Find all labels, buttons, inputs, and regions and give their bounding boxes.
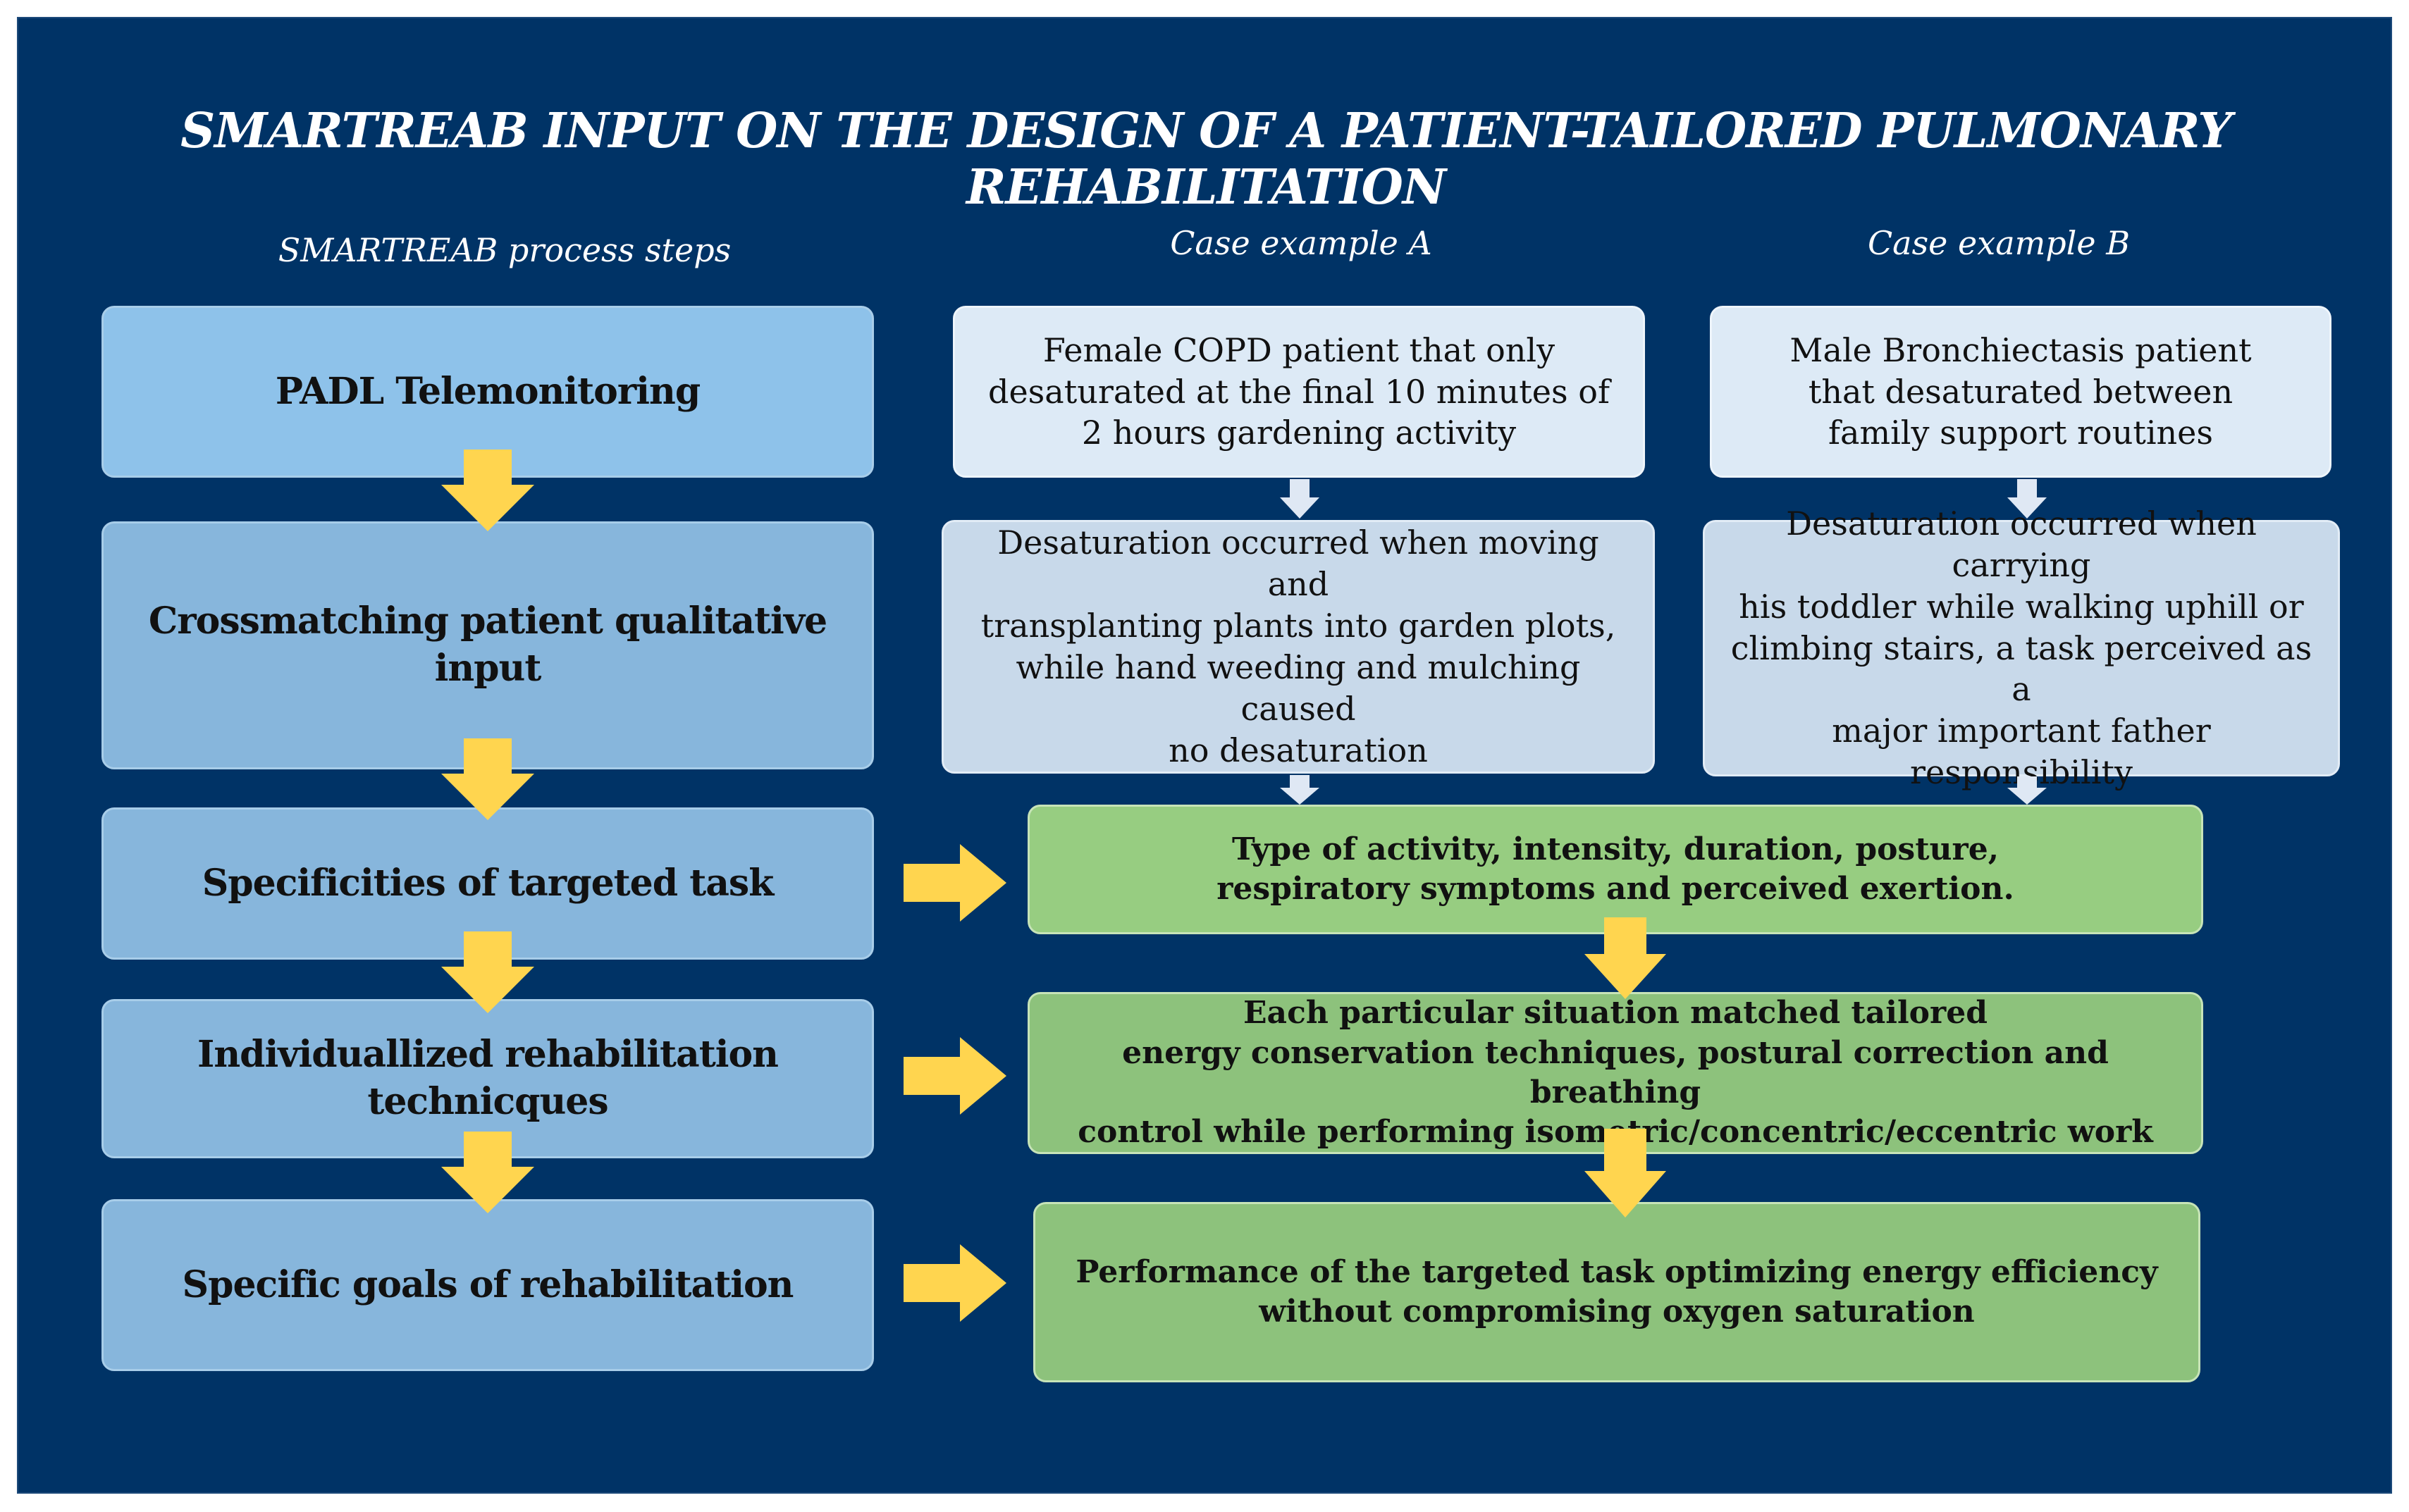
- case-a-line: desaturated at the final 10 minutes of: [988, 372, 1610, 411]
- case-b-line: family support routines: [1828, 414, 2213, 452]
- case-b-line: major important father responsibility: [1832, 712, 2211, 792]
- arrow-right-icon: [904, 1037, 1006, 1115]
- case-b-line: that desaturated between: [1808, 372, 2234, 411]
- outcome-line: Type of activity, intensity, duration, p…: [1231, 831, 2000, 867]
- arrow-down-icon: [1280, 775, 1319, 805]
- outcome-line: Performance of the targeted task optimiz…: [1076, 1253, 2158, 1290]
- column-header-case-b: Case example B: [1867, 224, 2131, 262]
- step-padl-telemonitoring: PADL Telemonitoring: [101, 306, 874, 478]
- diagram-title: SMARTREAB INPUT ON THE DESIGN OF A PATIE…: [180, 103, 2232, 216]
- case-a-line: Desaturation occurred when moving and: [997, 523, 1599, 604]
- column-header-case-a: Case example A: [1170, 224, 1432, 262]
- arrow-down-icon: [1584, 917, 1666, 999]
- case-b-line: Male Bronchiectasis patient: [1789, 330, 2252, 369]
- arrow-right-icon: [904, 844, 1006, 922]
- arrow-down-icon: [441, 450, 534, 531]
- case-a-line: transplanting plants into garden plots,: [980, 607, 1616, 645]
- arrow-down-icon: [441, 931, 534, 1013]
- case-a-line: while hand weeding and mulching caused: [1016, 648, 1581, 728]
- case-a-line: Female COPD patient that only: [1042, 330, 1555, 369]
- case-b-line: climbing stairs, a task perceived as a: [1730, 628, 2312, 709]
- arrow-down-icon: [441, 1132, 534, 1213]
- outcome-line: Each particular situation matched tailor…: [1243, 995, 1988, 1031]
- arrow-down-icon: [1584, 1129, 1666, 1217]
- case-a-patient-box: Female COPD patient that only desaturate…: [953, 306, 1645, 478]
- case-a-line: no desaturation: [1169, 731, 1428, 769]
- step-label: Crossmatching patient qualitative input: [148, 600, 827, 690]
- step-label: Individuallized rehabilitation technicqu…: [197, 1033, 779, 1123]
- case-b-line: his toddler while walking uphill or: [1739, 587, 2304, 626]
- case-a-line: 2 hours gardening activity: [1081, 414, 1517, 452]
- case-b-desaturation-box: Desaturation occurred when carrying his …: [1703, 504, 2340, 791]
- arrow-down-icon: [441, 738, 534, 820]
- arrow-down-icon: [1280, 479, 1319, 519]
- step-label: Specific goals of rehabilitation: [182, 1263, 794, 1306]
- arrow-down-icon: [2007, 776, 2047, 805]
- outcome-line: respiratory symptoms and perceived exert…: [1216, 871, 2014, 907]
- outcome-task-box: Type of activity, intensity, duration, p…: [1028, 805, 2203, 934]
- outcome-line: without compromising oxygen saturation: [1259, 1294, 1975, 1330]
- case-b-patient-box: Male Bronchiectasis patient that desatur…: [1710, 306, 2331, 478]
- column-header-process: SMARTREAB process steps: [278, 231, 732, 269]
- step-label: PADL Telemonitoring: [275, 369, 701, 413]
- case-a-desaturation-box: Desaturation occurred when moving and tr…: [942, 520, 1655, 774]
- arrow-right-icon: [904, 1244, 1006, 1322]
- diagram-canvas: SMARTREAB INPUT ON THE DESIGN OF A PATIE…: [17, 17, 2392, 1494]
- outcome-goals-box: Performance of the targeted task optimiz…: [1033, 1202, 2200, 1382]
- outcome-line: energy conservation techniques, postural…: [1122, 1034, 2109, 1110]
- step-goals: Specific goals of rehabilitation: [101, 1199, 874, 1371]
- step-crossmatching: Crossmatching patient qualitative input: [101, 521, 874, 769]
- step-label: Specificities of targeted task: [202, 861, 774, 905]
- arrow-down-icon: [2007, 479, 2047, 519]
